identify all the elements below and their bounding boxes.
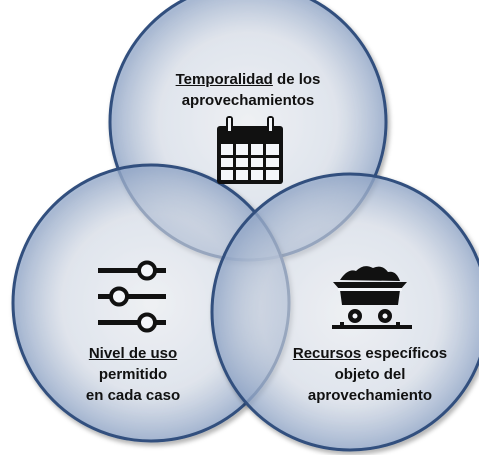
mine-cart-icon [332, 266, 412, 329]
label-top-title: Temporalidad [175, 71, 273, 88]
sliders-icon [98, 260, 166, 333]
label-right-title: Recursos [292, 345, 362, 362]
circle-right [210, 172, 479, 452]
label-right-line2: objeto del [334, 366, 406, 383]
label-top-title-rest: de los [272, 71, 321, 88]
label-top-line2: aprovechamientos [181, 92, 315, 109]
label-left-line2: permitido [98, 366, 168, 383]
label-right-title-rest: específicos [361, 345, 448, 362]
label-right: Recursos específicos objeto del aprovech… [280, 343, 460, 406]
label-left-line3: en cada caso [85, 387, 181, 404]
label-left: Nivel de uso permitido en cada caso [58, 343, 208, 406]
calendar-icon [217, 116, 283, 184]
label-left-title: Nivel de uso [88, 345, 178, 362]
label-top: Temporalidad de los aprovechamientos [138, 69, 358, 111]
label-right-line3: aprovechamiento [307, 387, 433, 404]
